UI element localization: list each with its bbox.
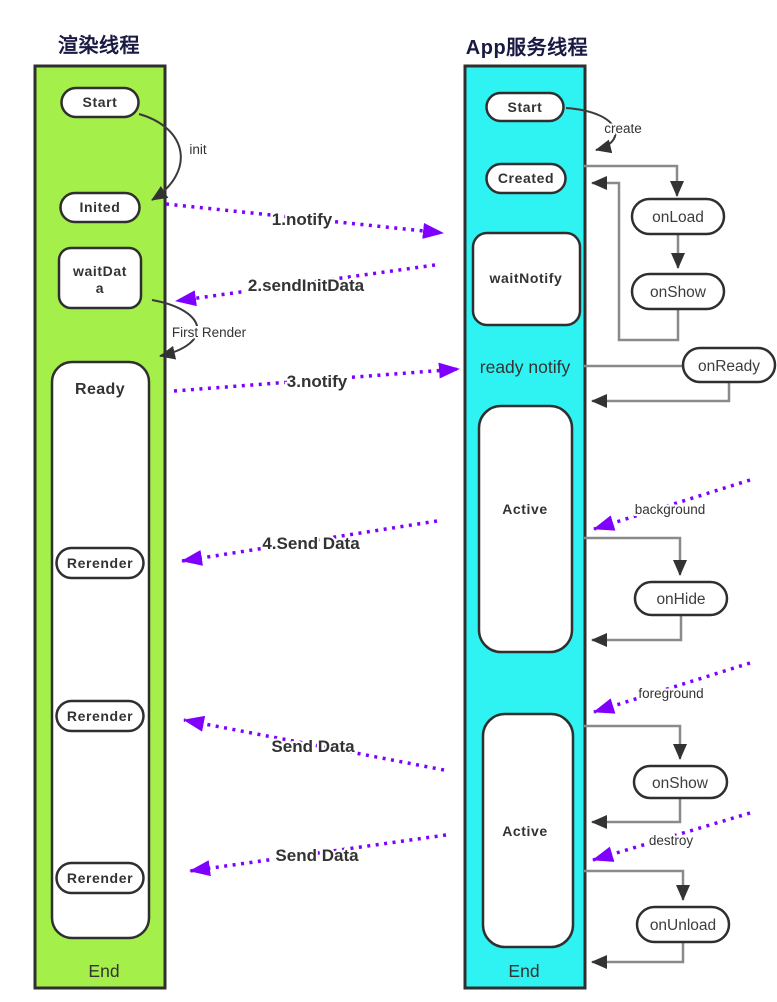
service-created-node	[485, 162, 567, 195]
service-active-node-bottom	[481, 712, 575, 949]
onshow-bottom-label: onShow	[652, 775, 709, 792]
rerender-node-3	[55, 861, 145, 895]
event-arrow-foreground	[593, 661, 751, 714]
app-service-thread-title: App服务线程	[466, 35, 588, 59]
render-thread-title: 渲染线程	[58, 33, 140, 57]
connector-active-to-onshow2	[584, 724, 687, 760]
onshow-top-label: onShow	[650, 284, 707, 301]
event-label-destroy: destroy	[649, 833, 694, 848]
message-arrow-notify3	[173, 362, 460, 393]
render-ready-node	[50, 360, 151, 940]
message-arrow-senddata5	[183, 715, 445, 772]
onhide-node	[633, 580, 729, 617]
service-active-label-bottom: Active	[502, 823, 548, 839]
onload-node	[630, 197, 726, 236]
render-end-label: End	[88, 961, 119, 981]
service-readynotify-label: ready notify	[480, 357, 571, 377]
onready-node	[681, 346, 777, 384]
connector-onunload-return	[591, 942, 685, 969]
render-start-label: Start	[83, 94, 118, 110]
message-label-senddata5: Send Data	[271, 737, 355, 756]
message-label-notify3: 3.notify	[287, 372, 348, 391]
connector-onshow-return	[591, 176, 680, 342]
rerender-label-3: Rerender	[67, 870, 133, 886]
message-label-sendinitdata: 2.sendInitData	[248, 276, 365, 295]
message-arrow-sendinitdata	[175, 263, 436, 307]
connector-onshow2-return	[591, 798, 682, 829]
create-arrow	[565, 107, 617, 154]
event-label-background: background	[635, 502, 706, 517]
event-label-foreground: foreground	[638, 686, 703, 701]
onshow-top-node	[630, 272, 726, 311]
rerender-label-1: Rerender	[67, 555, 133, 571]
init-label: init	[189, 142, 207, 157]
connector-active-to-onunload	[584, 869, 690, 901]
render-waitdata-label-line2: a	[96, 280, 104, 296]
connector-onready-return	[591, 382, 731, 408]
connector-active-to-onhide	[584, 536, 687, 576]
service-waitnotify-label: waitNotify	[489, 270, 563, 286]
rerender-node-2	[55, 699, 145, 733]
message-arrow-senddata6	[189, 833, 447, 877]
onhide-label: onHide	[656, 591, 705, 608]
onready-label: onReady	[698, 358, 760, 375]
message-arrow-notify1	[165, 202, 444, 239]
connector-created-to-onload	[584, 164, 684, 197]
message-label-senddata6: Send Data	[275, 846, 359, 865]
onload-label: onLoad	[652, 209, 704, 226]
service-created-label: Created	[498, 170, 554, 186]
create-label: create	[604, 121, 642, 136]
service-start-node	[485, 91, 565, 123]
render-inited-label: Inited	[80, 199, 121, 215]
render-ready-label: Ready	[75, 381, 125, 398]
event-arrow-background	[593, 478, 751, 531]
rerender-node-1	[55, 546, 145, 580]
service-active-label-top: Active	[502, 501, 548, 517]
onshow-bottom-node	[632, 764, 729, 800]
onunload-node	[635, 905, 731, 944]
render-waitdata-node	[57, 246, 143, 310]
connector-onhide-return	[591, 615, 683, 647]
service-end-label: End	[508, 961, 539, 981]
render-start-node	[60, 86, 140, 119]
init-arrow	[138, 113, 182, 201]
first-render-label: First Render	[172, 325, 247, 340]
service-waitnotify-node	[471, 231, 582, 327]
message-label-senddata4: 4.Send Data	[262, 534, 360, 553]
rerender-label-2: Rerender	[67, 708, 133, 724]
service-start-label: Start	[508, 99, 543, 115]
render-inited-node	[59, 191, 141, 224]
service-active-node-top	[477, 404, 574, 654]
event-arrow-destroy	[592, 811, 751, 862]
render-waitdata-label-line1: waitDat	[72, 263, 127, 279]
first-render-arrow	[151, 299, 199, 360]
onunload-label: onUnload	[650, 917, 716, 934]
message-arrow-senddata4	[181, 519, 438, 566]
message-label-notify1: 1.notify	[272, 210, 333, 229]
